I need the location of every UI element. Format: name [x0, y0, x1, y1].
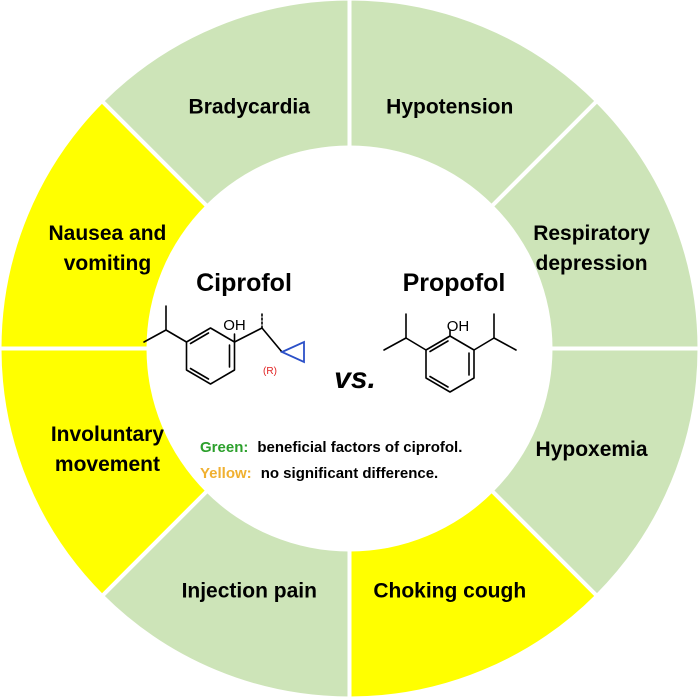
- vs-label: vs.: [334, 362, 376, 395]
- legend-green: Green: beneficial factors of ciprofol.: [200, 439, 462, 456]
- segment-label: Injection pain: [182, 580, 317, 603]
- segment-label: Bradycardia: [189, 95, 311, 118]
- legend-yellow: Yellow: no significant difference.: [200, 465, 438, 482]
- propofol-oh-label: OH: [447, 318, 470, 335]
- ciprofol-title: Ciprofol: [196, 269, 292, 297]
- propofol-title: Propofol: [403, 269, 506, 297]
- segment-label: Choking cough: [373, 580, 526, 603]
- segment-label: Hypoxemia: [536, 438, 648, 461]
- segment-label: Hypotension: [386, 95, 513, 118]
- propofol-structure: OH: [383, 313, 517, 393]
- center-disc: [146, 145, 553, 552]
- stereo-label: (R): [263, 366, 277, 377]
- ciprofol-structure: OH (R): [143, 305, 305, 385]
- cyclopropyl-ring: [279, 340, 305, 364]
- ciprofol-oh-label: OH: [223, 317, 246, 334]
